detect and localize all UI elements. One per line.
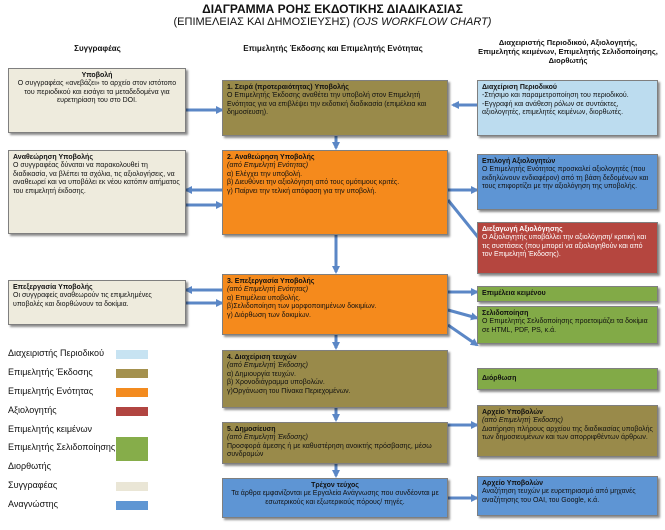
legend-label-copyeditor: Επιμελητής κειμένων bbox=[8, 424, 93, 434]
legend-label-proofreader: Διορθωτής bbox=[8, 461, 51, 471]
step-4-line-c: γ)Οργάνωση του Πίνακα Περιεχομένων. bbox=[227, 387, 351, 395]
legend-label-author: Συγγραφέας bbox=[8, 480, 58, 490]
legend-swatch-author bbox=[116, 482, 148, 491]
layout-text: Ο Επιμελητής Σελιδοποίησης προετοιμάζει … bbox=[482, 318, 648, 334]
author-editing-title: Επεξεργασία Υποβολής bbox=[13, 284, 93, 291]
legend-swatch-reviewer bbox=[116, 407, 148, 416]
page-subtitle: (ΕΠΙΜΕΛΕΙΑΣ ΚΑΙ ΔΗΜΟΣΙΕΥΣΗΣ) (OJS WORKFL… bbox=[0, 16, 665, 28]
layout-box: Σελιδοποίηση Ο Επιμελητής Σελιδοποίησης … bbox=[477, 306, 658, 344]
step-5-title: 5. Δημοσίευση bbox=[227, 426, 276, 433]
step-2-role: (από Επιμελητή Ενότητας) bbox=[227, 162, 309, 170]
conduct-review-box: Διεξαγωγή Αξιολόγησης Ο Αξιολογητής υποβ… bbox=[477, 222, 658, 274]
legend-swatch-editor bbox=[116, 369, 148, 378]
proofreading-box: Διόρθωση bbox=[477, 368, 658, 390]
journal-management-box: Διαχείριση Περιοδικού -Στήσιμο και παραμ… bbox=[477, 80, 658, 136]
arrow-step3-proof bbox=[447, 323, 479, 347]
column-header-roles: Διαχειριστής Περιοδικού, Αξιολογητής, Επ… bbox=[478, 38, 658, 65]
step-1-line: Ο Επιμελητής Έκδοσης αναθέτει την υποβολ… bbox=[227, 92, 427, 117]
step-1-title: 1. Σειρά (προτεραιότητας) Υποβολής bbox=[227, 84, 349, 91]
step-4-line-a: α) Δημιουργία τευχών. bbox=[227, 370, 296, 378]
step-4-line-b: β) Χρονοδιάγραμμα υποβολών. bbox=[227, 379, 325, 387]
step-2-review-box: 2. Αναθεώρηση Υποβολής (από Επιμελητή Εν… bbox=[222, 150, 448, 235]
step-2-line-c: γ) Παίρνει την τελική απόφαση για την υπ… bbox=[227, 187, 377, 195]
conduct-review-text: Ο Αξιολογητής υποβάλλει την αξιολόγηση/ … bbox=[482, 234, 647, 259]
step-5-line: Προσφορά άμεσης ή με καθυστέρηση ανοικτή… bbox=[227, 442, 432, 459]
step-1-queue-box: 1. Σειρά (προτεραιότητας) Υποβολής Ο Επι… bbox=[222, 80, 448, 136]
legend-swatch-layout-editor bbox=[116, 437, 148, 461]
step-3-line-c: γ) Διόρθωση των δοκιμίων. bbox=[227, 311, 311, 319]
subtitle-english: (OJS WORKFLOW CHART) bbox=[352, 16, 492, 28]
step-4-role: (από Επιμελητή Έκδοσης) bbox=[227, 362, 309, 370]
legend-label-layout-editor: Επιμελητής Σελιδοποίησης bbox=[8, 442, 116, 452]
legend-label-reader: Αναγνώστης bbox=[8, 499, 59, 509]
legend-label-journal-manager: Διαχειριστής Περιοδικού bbox=[8, 348, 104, 358]
author-revision-box: Αναθεώρηση Υποβολής Ο συγγραφέας δύναται… bbox=[8, 150, 186, 234]
current-issue-text: Τα άρθρα εμφανίζονται με Εργαλεία Ανάγνω… bbox=[231, 490, 439, 506]
author-submission-title: Υποβολή bbox=[81, 72, 113, 79]
journal-management-line-1: -Στήσιμο και παραμετροποίηση του περιοδι… bbox=[482, 92, 629, 100]
author-revision-title: Αναθεώρηση Υποβολής bbox=[13, 154, 93, 161]
step-5-role: (από Επιμελητή Έκδοσης) bbox=[227, 434, 309, 442]
step-2-title: 2. Αναθεώρηση Υποβολής bbox=[227, 154, 315, 161]
page-title: ΔΙΑΓΡΑΜΜΑ ΡΟΗΣ ΕΚΔΟΤΙΚΗΣ ΔΙΑΔΙΚΑΣΙΑΣ bbox=[202, 2, 463, 16]
reviewer-selection-title: Επιλογή Αξιολογητών bbox=[482, 158, 556, 165]
step-3-line-a: α) Επιμέλεια υποβολής. bbox=[227, 294, 301, 302]
arrow-step3-layout bbox=[447, 308, 479, 321]
reviewer-selection-text: Ο Επιμελητής Ενότητας προσκαλεί αξιολογη… bbox=[482, 166, 649, 191]
copyediting-box: Επιμέλεια κειμένου bbox=[477, 286, 658, 302]
legend-swatch-proofreader bbox=[116, 463, 148, 472]
journal-management-title: Διαχείριση Περιοδικού bbox=[482, 84, 558, 91]
submission-archive-title: Αρχείο Υποβολών bbox=[482, 409, 544, 416]
step-3-role: (από Επιμελητή Ενότητας) bbox=[227, 286, 309, 294]
step-4-issues-box: 4. Διαχείριση τευχών (από Επιμελητή Έκδο… bbox=[222, 350, 448, 408]
step-3-editing-box: 3. Επεξεργασία Υποβολής (από Επιμελητή Ε… bbox=[222, 274, 448, 335]
journal-management-line-2: -Εγγραφή και ανάθεση ρόλων σε συντάκτες,… bbox=[482, 100, 624, 117]
author-editing-text: Οι συγγραφείς αναθεωρούν τις επιμελημένε… bbox=[13, 292, 152, 308]
legend-swatch-copyeditor bbox=[116, 426, 148, 435]
author-revision-text: Ο συγγραφέας δύναται να παρακολουθεί τη … bbox=[13, 162, 180, 195]
proofreading-title: Διόρθωση bbox=[482, 375, 517, 382]
submission-archive-text: Διατήρηση πλήρους αρχείου της διαδικασία… bbox=[482, 425, 653, 442]
legend-label-reviewer: Αξιολογητής bbox=[8, 405, 57, 415]
reviewer-selection-box: Επιλογή Αξιολογητών Ο Επιμελητής Ενότητα… bbox=[477, 154, 658, 210]
column-header-editors: Επιμελητής Έκδοσης και Επιμελητής Ενότητ… bbox=[243, 44, 423, 53]
step-3-line-b: β)Σελιδοποίηση των μορφοποιημένων δοκιμί… bbox=[227, 303, 377, 311]
step-3-title: 3. Επεξεργασία Υποβολής bbox=[227, 278, 315, 285]
step-4-title: 4. Διαχείριση τευχών bbox=[227, 354, 297, 361]
legend-label-section-editor: Επιμελητής Ενότητας bbox=[8, 386, 94, 396]
legend-swatch-section-editor bbox=[116, 388, 148, 397]
step-2-line-a: α) Ελέγχει την υποβολή. bbox=[227, 170, 303, 178]
reader-archive-text: Αναζήτηση τευχών με ευρετηριασμό από μηχ… bbox=[482, 488, 636, 504]
reader-archive-box: Αρχείο Υποβολών Αναζήτηση τευχών με ευρε… bbox=[477, 476, 658, 516]
copyediting-title: Επιμέλεια κειμένου bbox=[482, 290, 546, 297]
submission-archive-box: Αρχείο Υποβολών (από Επιμελητή Έκδοσης) … bbox=[477, 405, 658, 457]
column-header-author: Συγγραφέας bbox=[74, 44, 121, 53]
author-editing-box: Επεξεργασία Υποβολής Οι συγγραφείς αναθε… bbox=[8, 280, 186, 325]
layout-title: Σελιδοποίηση bbox=[482, 310, 529, 317]
submission-archive-role: (από Επιμελητή Έκδοσης) bbox=[482, 417, 564, 425]
conduct-review-title: Διεξαγωγή Αξιολόγησης bbox=[482, 226, 563, 233]
legend-swatch-journal-manager bbox=[116, 350, 148, 359]
subtitle-greek: (ΕΠΙΜΕΛΕΙΑΣ ΚΑΙ ΔΗΜΟΣΙΕΥΣΗΣ) bbox=[173, 16, 350, 28]
author-submission-box: Υποβολή Ο συγγραφέας «ανεβάζει» το αρχεί… bbox=[8, 68, 186, 133]
author-submission-text: Ο συγγραφέας «ανεβάζει» το αρχείο στον ι… bbox=[17, 80, 177, 105]
current-issue-title: Τρέχον τεύχος bbox=[311, 482, 359, 489]
step-2-line-b: β) Διευθύνει την αξιολόγηση από τους ομό… bbox=[227, 179, 400, 187]
legend-label-editor: Επιμελητής Έκδοσης bbox=[8, 367, 93, 377]
step-5-publication-box: 5. Δημοσίευση (από Επιμελητή Έκδοσης) Πρ… bbox=[222, 422, 448, 464]
current-issue-box: Τρέχον τεύχος Τα άρθρα εμφανίζονται με Ε… bbox=[222, 478, 448, 518]
reader-archive-title: Αρχείο Υποβολών bbox=[482, 480, 544, 487]
legend-swatch-reader bbox=[116, 501, 148, 510]
